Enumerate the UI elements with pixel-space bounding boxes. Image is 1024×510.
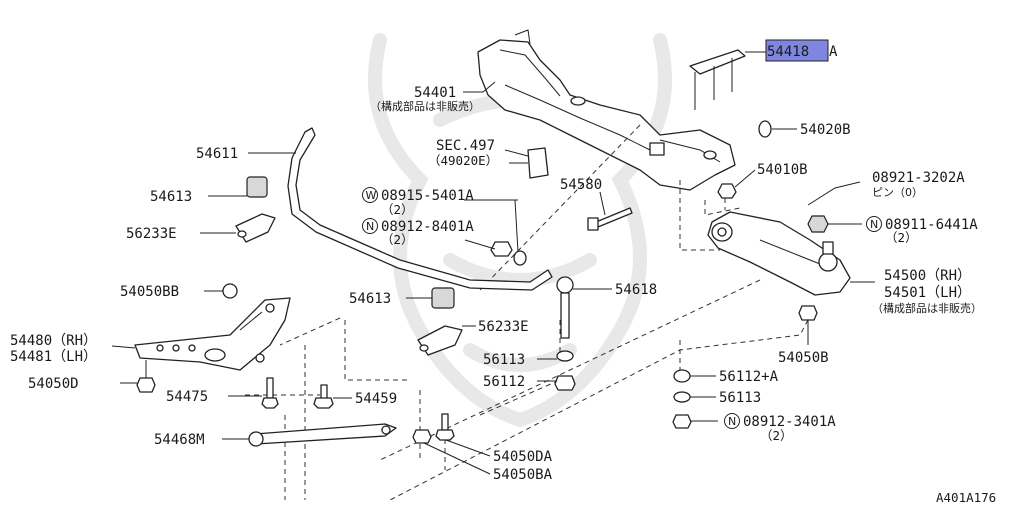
- figure-code: A401A176: [936, 490, 996, 505]
- clamp-56233E-middle[interactable]: [417, 325, 476, 356]
- qty-08915: （2）: [381, 202, 414, 217]
- svg-text:N: N: [366, 220, 374, 233]
- nut-54050DA[interactable]: [435, 413, 491, 457]
- bolt-54050D[interactable]: [120, 360, 156, 393]
- bushing-56113[interactable]: [673, 391, 716, 403]
- label-54613-upper[interactable]: 54613: [150, 189, 192, 205]
- label-54618[interactable]: 54618: [615, 282, 657, 298]
- bushing-54613-middle[interactable]: [406, 287, 455, 309]
- qty-08912-8401A: （2）: [381, 232, 414, 247]
- label-56233E-middle[interactable]: 56233E: [478, 319, 529, 335]
- stabilizer-link-54618[interactable]: [537, 276, 612, 391]
- label-sec497[interactable]: SEC.497: [436, 138, 495, 154]
- bushing-56112A[interactable]: [673, 369, 716, 383]
- label-08921[interactable]: 08921-3202A: [872, 170, 965, 186]
- clamp-56233E-upper[interactable]: [200, 213, 276, 243]
- leader-lines: [463, 81, 528, 201]
- svg-text:N: N: [728, 415, 736, 428]
- label-54611[interactable]: 54611: [196, 146, 238, 162]
- label-54418[interactable]: 54418: [767, 44, 809, 60]
- label-56112A[interactable]: 56112+A: [719, 369, 779, 385]
- label-08912-8401A[interactable]: 08912-8401A: [381, 219, 474, 235]
- nut-08912-3401A[interactable]: [672, 414, 718, 429]
- label-56113-link[interactable]: 56113: [483, 352, 525, 368]
- mark-W-08915: W: [362, 187, 378, 203]
- cotter-pin-08921[interactable]: [807, 181, 861, 206]
- nut-54050B[interactable]: [798, 305, 818, 345]
- note-08921: ピン（0）: [872, 186, 923, 199]
- label-56233E-upper[interactable]: 56233E: [126, 226, 177, 242]
- label-54050B[interactable]: 54050B: [778, 350, 829, 366]
- label-54401[interactable]: 54401: [414, 85, 456, 101]
- label-54501[interactable]: 54501（LH）: [884, 285, 971, 301]
- stabilizer-bar-54611[interactable]: [248, 127, 553, 291]
- qty-08912-3401A: （2）: [760, 428, 793, 443]
- label-54480[interactable]: 54480（RH）: [10, 333, 97, 349]
- label-54580[interactable]: 54580: [560, 177, 602, 193]
- nut-54050BA[interactable]: [412, 429, 491, 475]
- nut-54050BB[interactable]: [204, 283, 238, 299]
- label-54475[interactable]: 54475: [166, 389, 208, 405]
- label-08911[interactable]: 08911-6441A: [885, 217, 978, 233]
- bolt-54459[interactable]: [313, 384, 352, 409]
- highlight-54418: [765, 39, 829, 62]
- label-54010B[interactable]: 54010B: [757, 162, 808, 178]
- label-56113-stack[interactable]: 56113: [719, 390, 761, 406]
- svg-text:W: W: [366, 189, 377, 202]
- label-54613-middle[interactable]: 54613: [349, 291, 391, 307]
- nut-54010B[interactable]: [717, 169, 756, 199]
- bracket-54418[interactable]: [689, 49, 746, 110]
- bolt-54580[interactable]: [587, 191, 633, 231]
- label-54050DA[interactable]: 54050DA: [493, 449, 553, 465]
- label-08915[interactable]: 08915-5401A: [381, 188, 474, 204]
- label-54020B[interactable]: 54020B: [800, 122, 851, 138]
- bushing-54613-upper[interactable]: [208, 176, 268, 198]
- mark-N-08912a: N: [362, 218, 378, 234]
- svg-text:N: N: [870, 218, 878, 231]
- bolt-54475[interactable]: [228, 377, 279, 409]
- label-sec497-ref: （49020E）: [428, 153, 498, 168]
- note-54401: （構成部品は非販売）: [370, 99, 480, 113]
- front-crossmember[interactable]: [477, 29, 736, 191]
- label-54050BA[interactable]: 54050BA: [493, 467, 553, 483]
- mark-N-08912b: N: [724, 413, 740, 429]
- bracket-sec497[interactable]: [504, 147, 549, 179]
- bushing-54020B[interactable]: [758, 120, 797, 138]
- transverse-link-54500[interactable]: [707, 211, 875, 296]
- label-08912-3401A[interactable]: 08912-3401A: [743, 414, 836, 430]
- label-54050D[interactable]: 54050D: [28, 376, 79, 392]
- label-54481[interactable]: 54481（LH）: [10, 349, 97, 365]
- mark-N-08911: N: [866, 216, 882, 232]
- washer-nut-stabilizer[interactable]: [464, 199, 527, 266]
- label-54500[interactable]: 54500（RH）: [884, 268, 971, 284]
- tension-rod-54468M[interactable]: [222, 423, 397, 447]
- note-54501: （構成部品は非販売）: [872, 301, 982, 315]
- qty-08911: （2）: [885, 230, 918, 245]
- guide-lines: [245, 124, 809, 501]
- label-54468M[interactable]: 54468M: [154, 432, 205, 448]
- label-56112[interactable]: 56112: [483, 374, 525, 390]
- label-54050BB[interactable]: 54050BB: [120, 284, 179, 300]
- label-54459[interactable]: 54459: [355, 391, 397, 407]
- nut-08911[interactable]: [807, 215, 862, 233]
- bracket-54480[interactable]: [111, 297, 291, 371]
- label-54418-suffix: A: [829, 44, 838, 60]
